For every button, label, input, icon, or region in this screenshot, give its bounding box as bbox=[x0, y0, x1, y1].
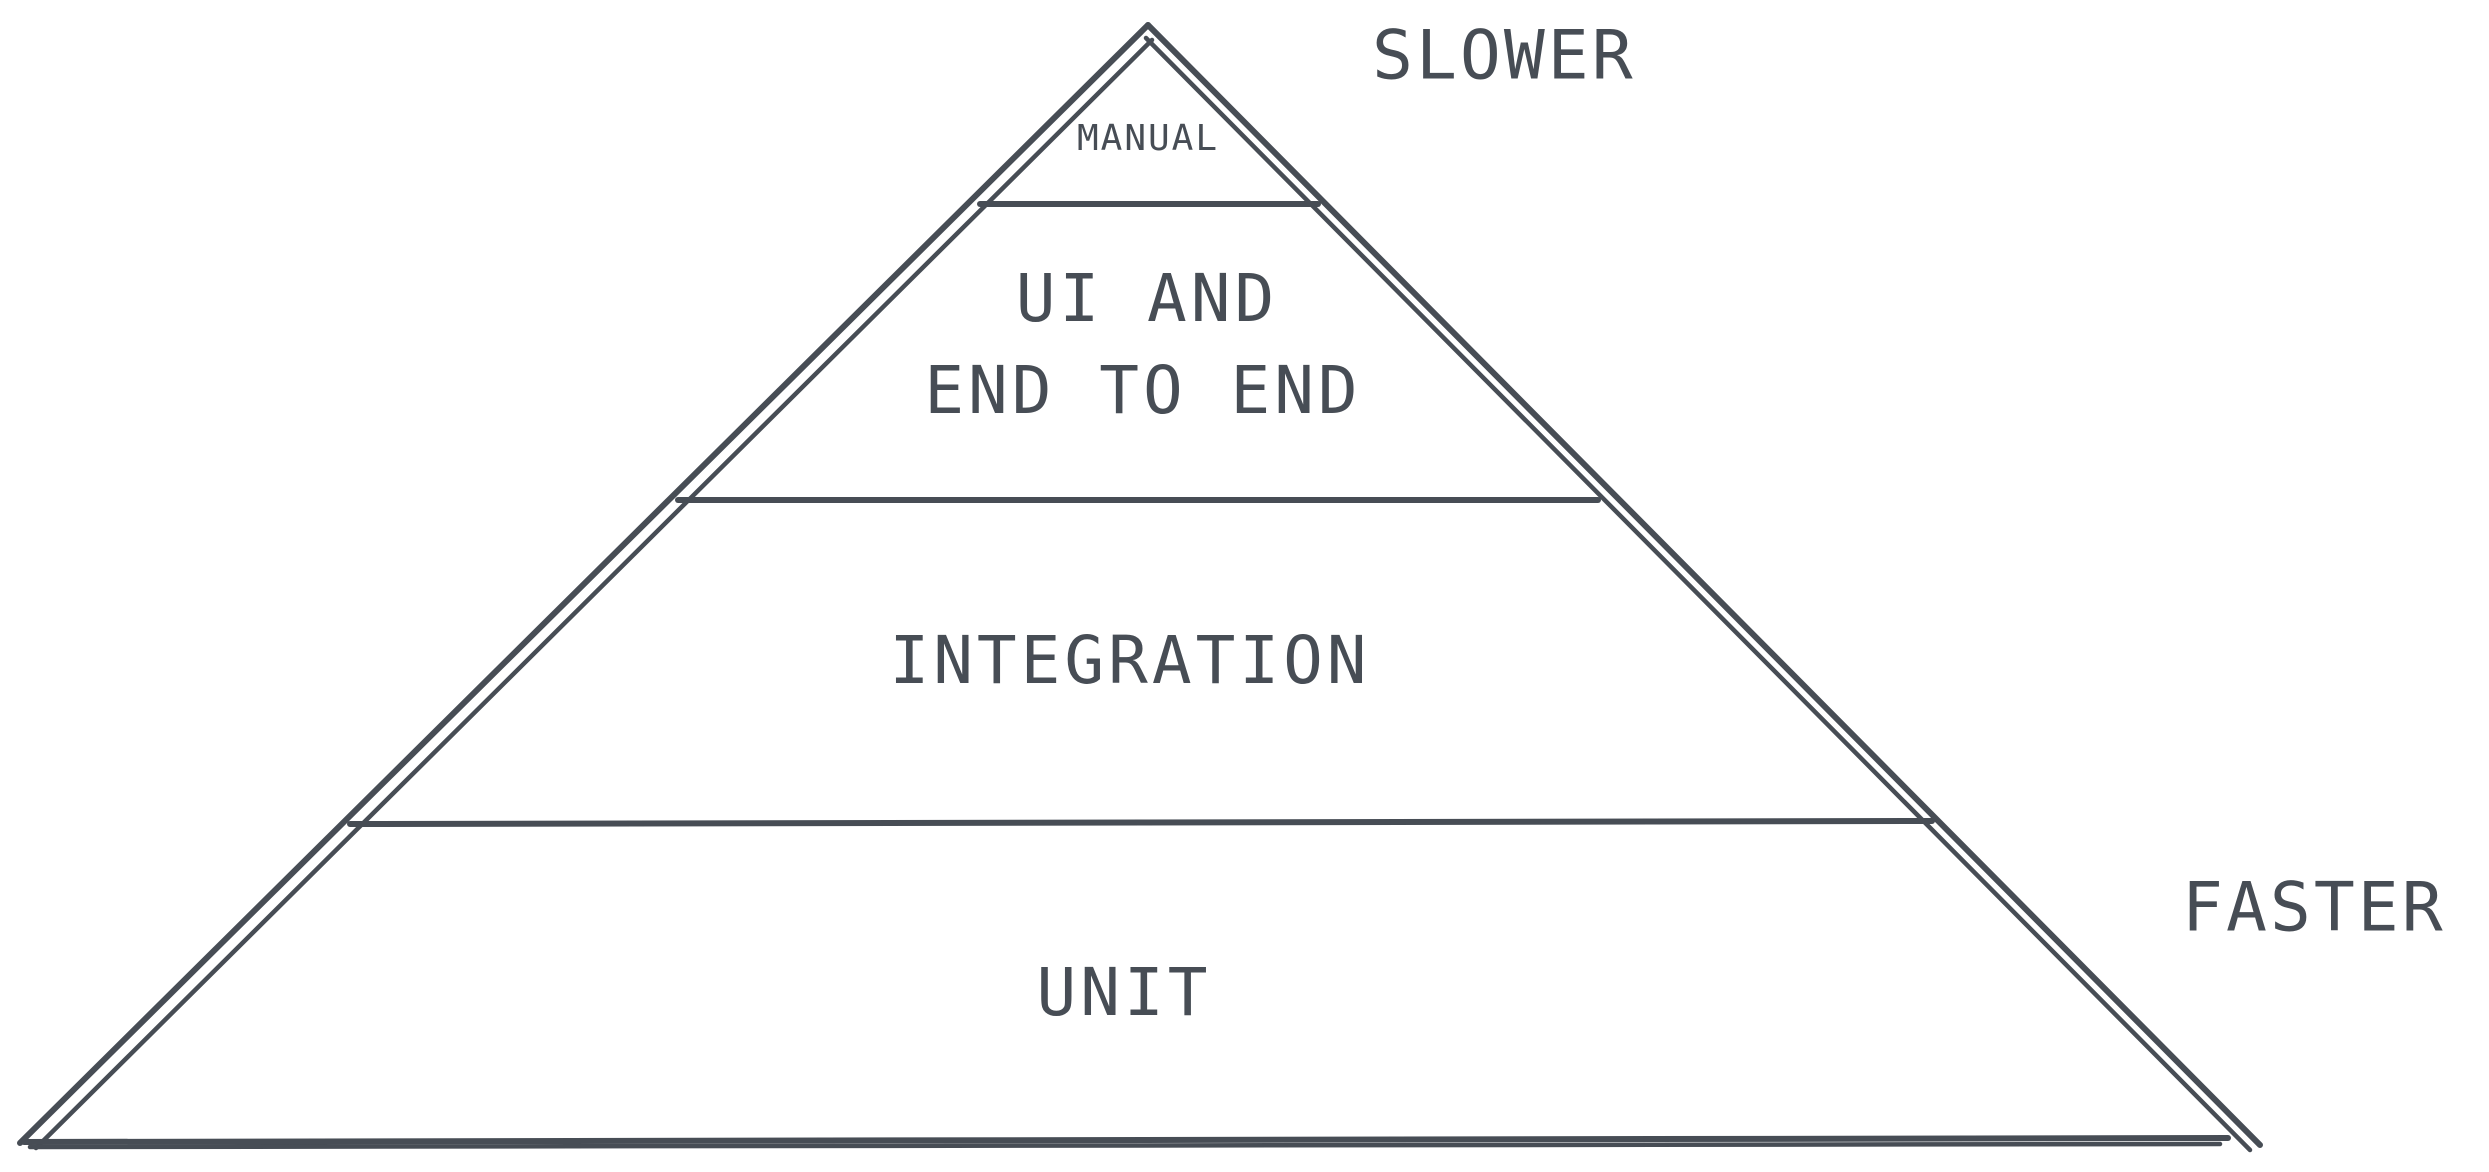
pyramid-right-edge bbox=[1143, 22, 2263, 1153]
side-label-slower: SLOWER bbox=[1372, 17, 1636, 96]
tier-label-ui-line1: UI AND bbox=[1016, 260, 1278, 337]
tier-label-ui-line2: END TO END bbox=[924, 352, 1361, 429]
tier-label-integration: INTEGRATION bbox=[889, 622, 1370, 699]
divider-integration-unit bbox=[347, 818, 1935, 827]
pyramid-left-edge bbox=[17, 22, 1155, 1151]
tier-label-manual: MANUAL bbox=[1077, 118, 1219, 159]
tier-label-unit: UNIT bbox=[1037, 954, 1212, 1031]
pyramid-base-line bbox=[21, 1135, 2231, 1150]
side-label-faster: FASTER bbox=[2182, 869, 2446, 948]
